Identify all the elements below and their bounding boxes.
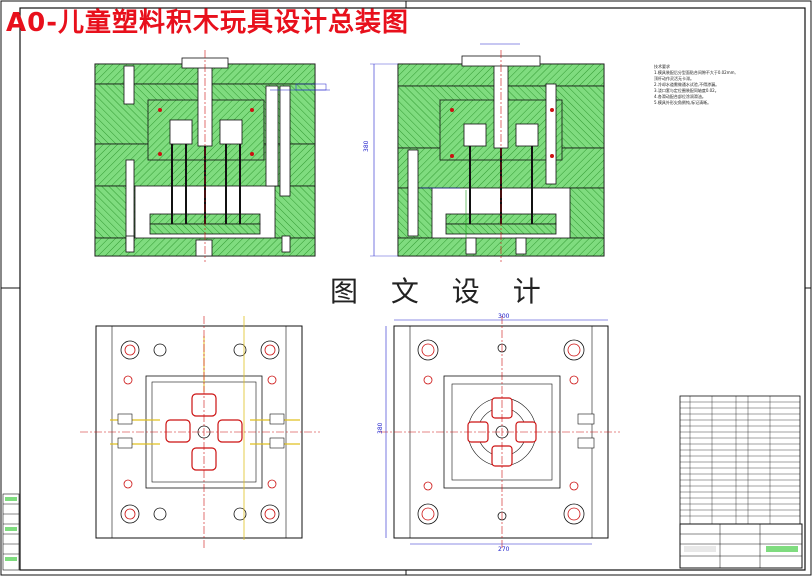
- notes-heading: 技术要求: [654, 64, 670, 69]
- title-block: [679, 523, 803, 569]
- dim-width-bottom: 270: [498, 546, 510, 553]
- dim-height-plan: 380: [377, 422, 384, 434]
- plan-view-left: [80, 316, 320, 548]
- inner-border: [19, 7, 806, 571]
- plan-view-right: [380, 316, 620, 548]
- note-line: 顶杆动作灵活无卡滞。: [654, 76, 694, 81]
- watermark-text: 图 文 设 计: [330, 275, 553, 308]
- side-title-strip: [2, 493, 20, 571]
- note-line: 3.浇口套与定位圈装配同轴度0.02。: [654, 88, 719, 93]
- dim-width-top: 300: [498, 313, 510, 320]
- note-line: 4.各滑动配合部位涂润滑油。: [654, 94, 706, 99]
- note-line: 2.冷却水道需做通水试验,不得渗漏。: [654, 82, 720, 87]
- front-section-view: [94, 50, 330, 262]
- drawing-title: A0-儿童塑料积木玩具设计总装图: [6, 8, 410, 38]
- dim-height-top: 380: [363, 140, 370, 152]
- technical-notes: 技术要求 1.模具装配后分型面贴合间隙不大于0.02mm, 顶杆动作灵活无卡滞。…: [654, 64, 804, 106]
- parts-list-table: [679, 395, 801, 525]
- note-line: 5.模具外形尖角倒钝,标记清晰。: [654, 100, 712, 105]
- note-line: 1.模具装配后分型面贴合间隙不大于0.02mm,: [654, 70, 736, 75]
- side-section-view: [370, 43, 605, 262]
